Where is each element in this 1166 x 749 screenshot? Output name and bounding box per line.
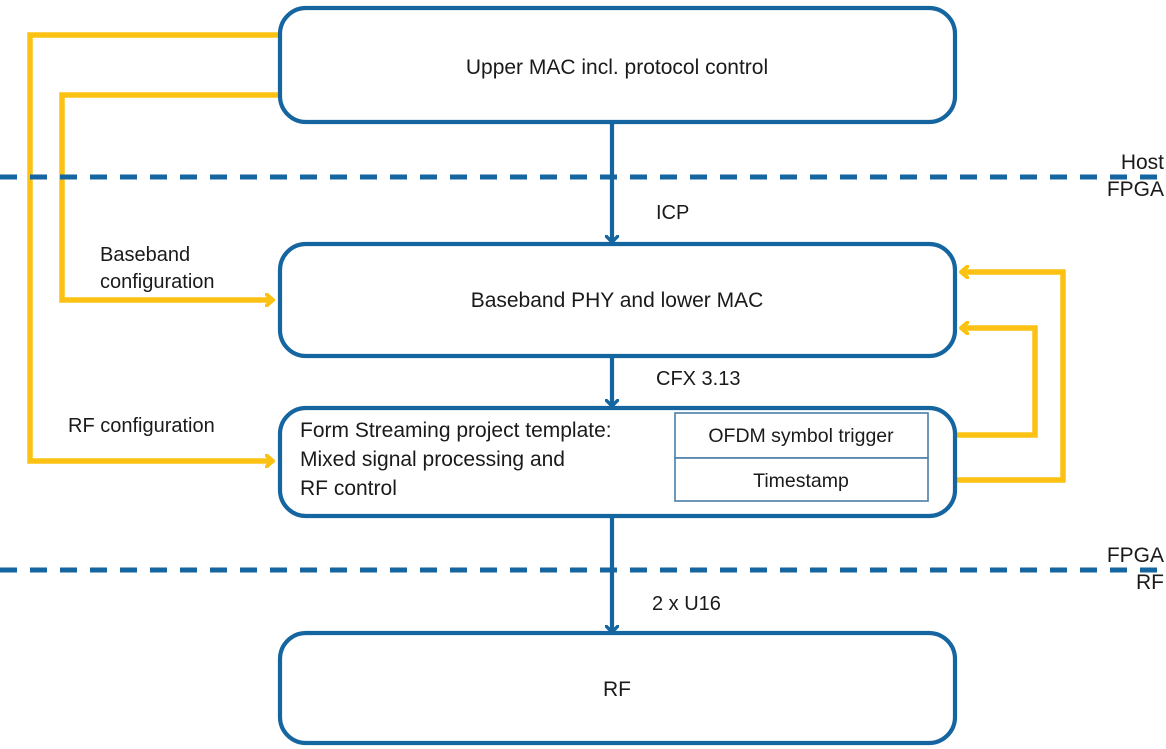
form-streaming-label-line1: Form Streaming project template:: [300, 419, 612, 442]
rf-configuration-label: RF configuration: [68, 415, 215, 437]
ofdm-trigger-feedback-path: [928, 328, 1038, 438]
divider-fpga-rf: FPGA RF: [0, 544, 1166, 594]
divider-label-host: Host: [1121, 151, 1164, 174]
divider-host-fpga: Host FPGA: [0, 151, 1166, 201]
rf-box[interactable]: [277, 630, 958, 746]
baseband-configuration-label-line2: configuration: [100, 271, 215, 293]
ofdm-trigger-box[interactable]: [674, 412, 929, 459]
baseband-configuration-label-line1: Baseband: [100, 244, 190, 266]
baseband-phy-box[interactable]: [277, 241, 958, 359]
form-streaming-label-line3: RF control: [300, 477, 397, 500]
form-streaming-label-line2: Mixed signal processing and: [300, 448, 565, 471]
block-form-streaming[interactable]: Form Streaming project template: Mixed s…: [277, 405, 958, 519]
timestamp-box[interactable]: [674, 457, 929, 502]
divider-label-rf: RF: [1136, 571, 1164, 594]
timestamp-label: Timestamp: [753, 470, 849, 492]
rf-configuration-path: [27, 32, 278, 461]
ofdm-trigger-label: OFDM symbol trigger: [708, 425, 894, 447]
block-rf[interactable]: RF: [277, 630, 958, 746]
baseband-configuration-path: [59, 92, 278, 300]
upper-mac-label: Upper MAC incl. protocol control: [466, 56, 768, 79]
yellow-config-paths: [27, 32, 1066, 483]
timestamp-feedback-path: [928, 272, 1066, 483]
baseband-phy-label: Baseband PHY and lower MAC: [471, 289, 764, 312]
divider-label-fpga-upper: FPGA: [1107, 178, 1164, 201]
icp-label: ICP: [656, 202, 689, 224]
divider-label-fpga-lower: FPGA: [1107, 544, 1164, 567]
block-baseband-phy[interactable]: Baseband PHY and lower MAC: [277, 241, 958, 359]
u16-label: 2 x U16: [652, 593, 721, 615]
cfx-label: CFX 3.13: [656, 368, 740, 390]
rf-label: RF: [603, 678, 631, 701]
sub-block-ofdm-symbol-trigger[interactable]: OFDM symbol trigger: [674, 412, 929, 459]
upper-mac-box[interactable]: [277, 5, 958, 125]
block-upper-mac[interactable]: Upper MAC incl. protocol control: [277, 5, 958, 125]
sub-block-timestamp[interactable]: Timestamp: [674, 457, 929, 502]
